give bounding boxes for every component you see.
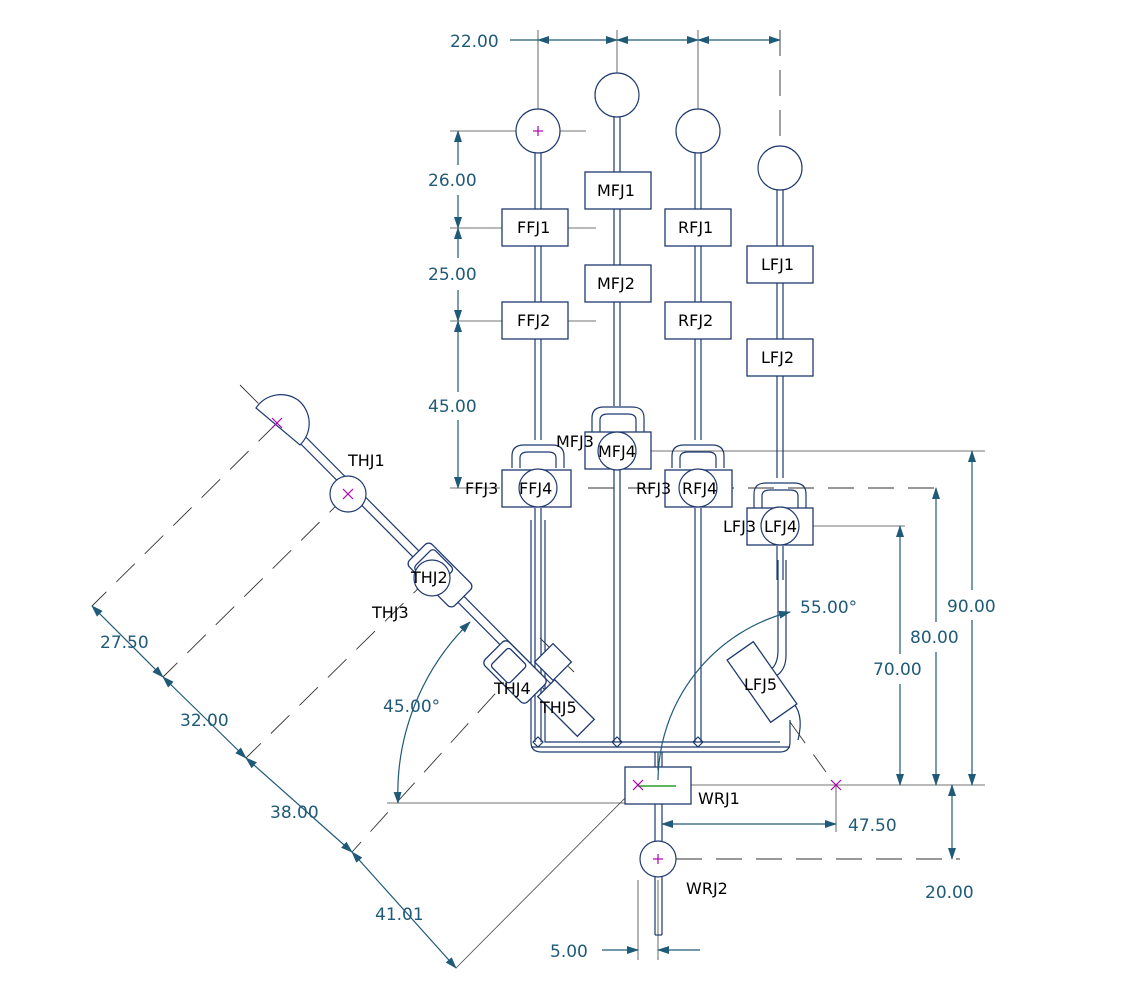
- dim-25: 25.00: [428, 265, 477, 285]
- dim-80: 80.00: [910, 628, 959, 648]
- dim-5: 5.00: [550, 942, 588, 962]
- dimension-lines: [91, 36, 976, 969]
- label-ffj4: FFJ4: [519, 479, 552, 498]
- dim-90: 90.00: [947, 597, 996, 617]
- rf-tip: [675, 108, 721, 154]
- label-ffj2: FFJ2: [517, 311, 550, 330]
- ffj2-box: [501, 301, 569, 340]
- lf-tip: [757, 145, 803, 191]
- label-thj1: THJ1: [347, 451, 385, 470]
- rfj1-box: [664, 208, 732, 247]
- label-mfj4: MFJ4: [598, 442, 636, 461]
- label-lfj1: LFJ1: [761, 255, 794, 274]
- dim-70: 70.00: [873, 660, 922, 680]
- dim-45: 45.00: [428, 397, 477, 417]
- dim-38: 38.00: [270, 803, 319, 823]
- fingertips: [515, 72, 803, 191]
- thumb-chain: [255, 394, 596, 738]
- dim-47-5: 47.50: [848, 816, 897, 836]
- joint-labels: FFJ1 FFJ2 FFJ3 FFJ4 MFJ1 MFJ2 MFJ3 MFJ4 …: [347, 181, 797, 898]
- label-thj2: THJ2: [410, 568, 448, 587]
- label-mfj2: MFJ2: [597, 274, 635, 293]
- label-lfj4: LFJ4: [764, 517, 797, 536]
- label-lfj2: LFJ2: [761, 348, 794, 367]
- dim-41-01: 41.01: [375, 905, 424, 925]
- label-rfj4: RFJ4: [682, 479, 717, 498]
- label-ffj1: FFJ1: [517, 218, 550, 237]
- rfj2-box: [664, 301, 732, 340]
- label-rfj3: RFJ3: [636, 479, 671, 498]
- label-lfj3: LFJ3: [723, 517, 756, 536]
- label-rfj2: RFJ2: [678, 311, 713, 330]
- label-thj5: THJ5: [539, 698, 577, 717]
- lfj1-box: [746, 245, 814, 284]
- joint-boxes: [501, 171, 814, 878]
- label-thj3: THJ3: [371, 603, 409, 622]
- mfj1-box: [584, 171, 652, 210]
- label-wrj1: WRJ1: [698, 789, 740, 808]
- dim-22: 22.00: [450, 32, 499, 52]
- dim-26: 26.00: [428, 171, 477, 191]
- ffj1-box: [501, 208, 569, 247]
- label-lfj5: LFJ5: [744, 675, 777, 694]
- label-thj4: THJ4: [493, 679, 531, 698]
- thumb-tip: [255, 394, 310, 446]
- label-mfj1: MFJ1: [597, 181, 635, 200]
- angle-45: 45.00°: [383, 697, 440, 717]
- angle-55: 55.00°: [800, 598, 857, 618]
- dimension-labels: 22.00 26.00 25.00 45.00 90.00 80.00 70.0…: [100, 32, 996, 962]
- mfj2-box: [584, 264, 652, 303]
- label-rfj1: RFJ1: [678, 218, 713, 237]
- center-marks: [271, 126, 842, 864]
- mf-tip: [594, 72, 640, 118]
- lfj2-box: [746, 338, 814, 377]
- label-wrj2: WRJ2: [686, 879, 728, 898]
- dim-32: 32.00: [180, 711, 229, 731]
- label-ffj3: FFJ3: [465, 479, 498, 498]
- label-mfj3: MFJ3: [556, 432, 594, 451]
- dim-27-5: 27.50: [100, 633, 149, 653]
- dim-20: 20.00: [925, 883, 974, 903]
